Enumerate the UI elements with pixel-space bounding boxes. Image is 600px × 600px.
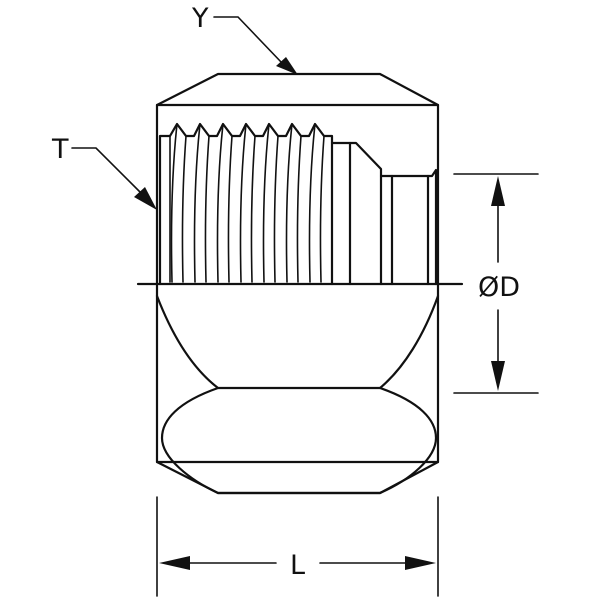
label-length: L (290, 550, 305, 581)
hex-upper-arc (155, 294, 440, 390)
hex-end-ellipse (160, 386, 438, 495)
diameter-arrow-bottom (491, 361, 505, 391)
label-diameter: ØD (478, 272, 520, 303)
thread-flanks (169, 123, 325, 283)
label-y: Y (191, 3, 209, 34)
thread-profile (158, 122, 438, 286)
leader-y-arrowhead (276, 57, 298, 75)
length-arrow-left (159, 556, 190, 570)
label-t: T (51, 134, 69, 165)
leader-t-arrowhead (134, 187, 157, 210)
diameter-arrow-top (491, 176, 505, 206)
leader-t-line (71, 147, 141, 193)
dimension-length (156, 496, 439, 597)
length-arrow-right (405, 556, 436, 570)
leader-y-line (213, 16, 283, 64)
dimension-diameter (453, 173, 539, 394)
